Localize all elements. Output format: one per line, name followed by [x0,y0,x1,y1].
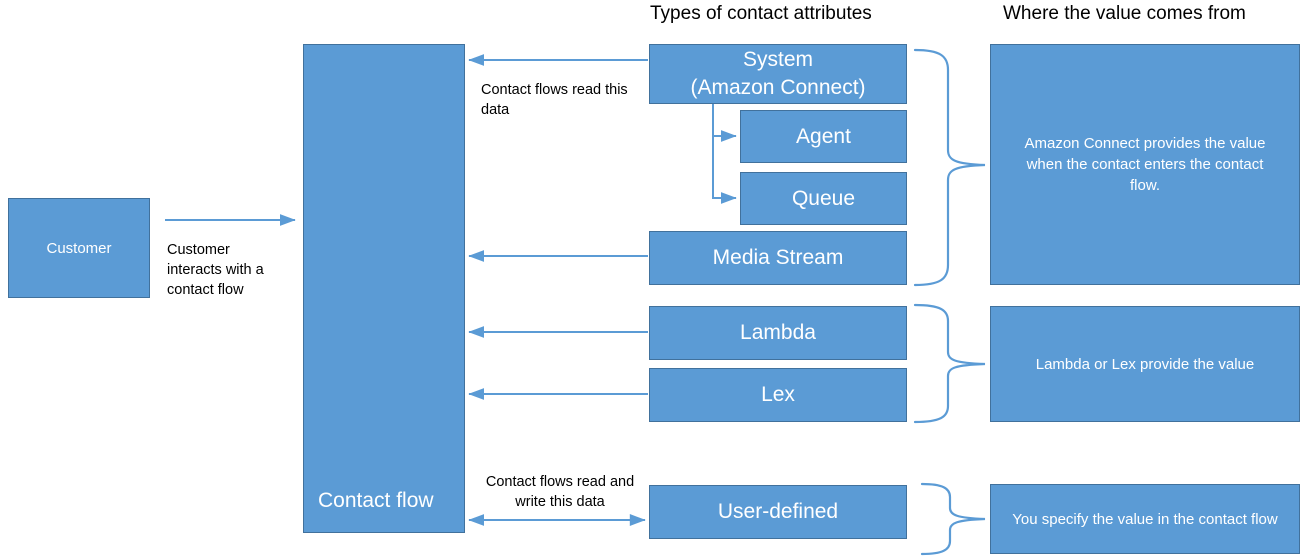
caption-customer-interacts: Customer interacts with a contact flow [167,242,264,298]
node-lambda[interactable]: Lambda [649,306,907,360]
node-media-stream[interactable]: Media Stream [649,231,907,285]
description-system-source[interactable]: Amazon Connect provides the value when t… [990,44,1300,285]
brace-system-group [913,48,986,287]
description-user-defined-source[interactable]: You specify the value in the contact flo… [990,484,1300,554]
caption-contact-flows-read-write: Contact flows read and write this data [485,474,635,510]
description-lambda-lex-source[interactable]: Lambda or Lex provide the value [990,306,1300,422]
brace-user-defined-group [920,482,986,556]
column-title-types: Types of contact attributes [650,3,872,24]
node-system-amazon-connect[interactable]: System (Amazon Connect) [649,44,907,104]
caption-contact-flows-read: Contact flows read this data [481,82,628,118]
node-agent[interactable]: Agent [740,110,907,163]
connector-system-to-agent [712,104,737,142]
node-system-line2: (Amazon Connect) [690,76,866,99]
brace-lambda-lex-group [913,303,986,424]
column-title-source: Where the value comes from [1003,3,1246,24]
node-user-defined[interactable]: User-defined [649,485,907,539]
node-lex[interactable]: Lex [649,368,907,422]
connector-system-to-queue [712,104,737,204]
node-system-line1: System [742,48,813,71]
node-contact-flow[interactable]: Contact flow [303,44,465,533]
node-customer[interactable]: Customer [8,198,150,298]
node-queue[interactable]: Queue [740,172,907,225]
